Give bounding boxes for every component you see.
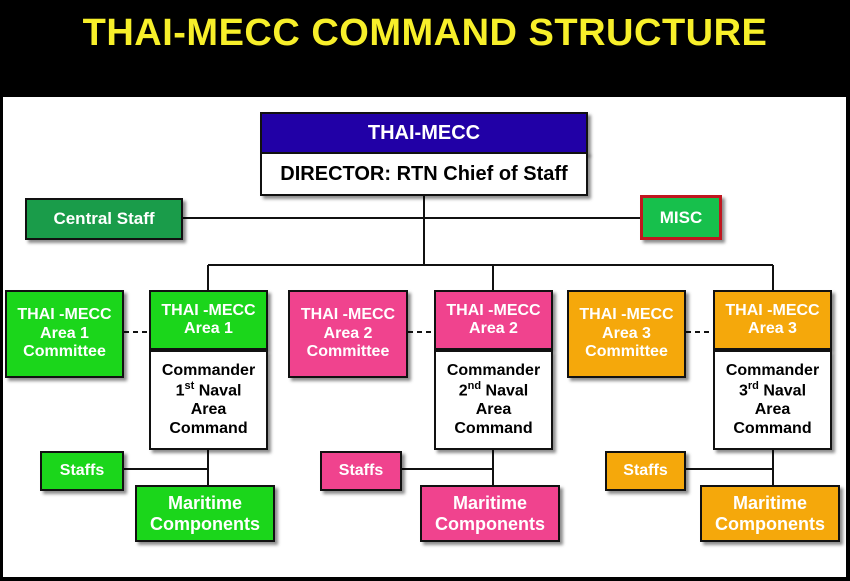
area1-staffs-box: Staffs (40, 451, 124, 491)
area1-commander-text: Commander 1 (161, 362, 256, 400)
area2-command-text: Naval Area Command (454, 382, 533, 437)
area3-commander-text: Commander 3 (725, 362, 820, 400)
misc-box: MISC (640, 195, 722, 240)
area1-committee-box: THAI -MECC Area 1 Committee (5, 290, 124, 378)
area3-staffs-box: Staffs (605, 451, 686, 491)
area3-committee-box: THAI -MECC Area 3 Committee (567, 290, 686, 378)
area1-ordinal: st (184, 380, 195, 393)
area3-command-text: Naval Area Command (733, 382, 812, 437)
area2-header-box: THAI -MECC Area 2 (434, 290, 553, 350)
area3-commander-box: Commander 3rd Naval Area Command (713, 350, 832, 450)
area3-ordinal: rd (747, 380, 759, 393)
area3-header-box: THAI -MECC Area 3 (713, 290, 832, 350)
thai-mecc-box: THAI-MECC (260, 112, 588, 154)
area2-staffs-box: Staffs (320, 451, 402, 491)
area2-committee-box: THAI -MECC Area 2 Committee (288, 290, 408, 378)
central-staff-box: Central Staff (25, 198, 183, 240)
area1-maritime-box: Maritime Components (135, 485, 275, 542)
area1-command-text: Naval Area Command (169, 382, 248, 437)
area2-ordinal: nd (467, 380, 482, 393)
area2-commander-box: Commander 2nd Naval Area Command (434, 350, 553, 450)
area3-maritime-box: Maritime Components (700, 485, 840, 542)
area2-maritime-box: Maritime Components (420, 485, 560, 542)
area1-header-box: THAI -MECC Area 1 (149, 290, 268, 350)
title-bar: THAI-MECC COMMAND STRUCTURE (0, 0, 850, 95)
director-box: DIRECTOR: RTN Chief of Staff (260, 152, 588, 196)
page-title: THAI-MECC COMMAND STRUCTURE (82, 12, 768, 54)
area1-commander-box: Commander 1st Naval Area Command (149, 350, 268, 450)
area2-commander-text: Commander 2 (446, 362, 541, 400)
